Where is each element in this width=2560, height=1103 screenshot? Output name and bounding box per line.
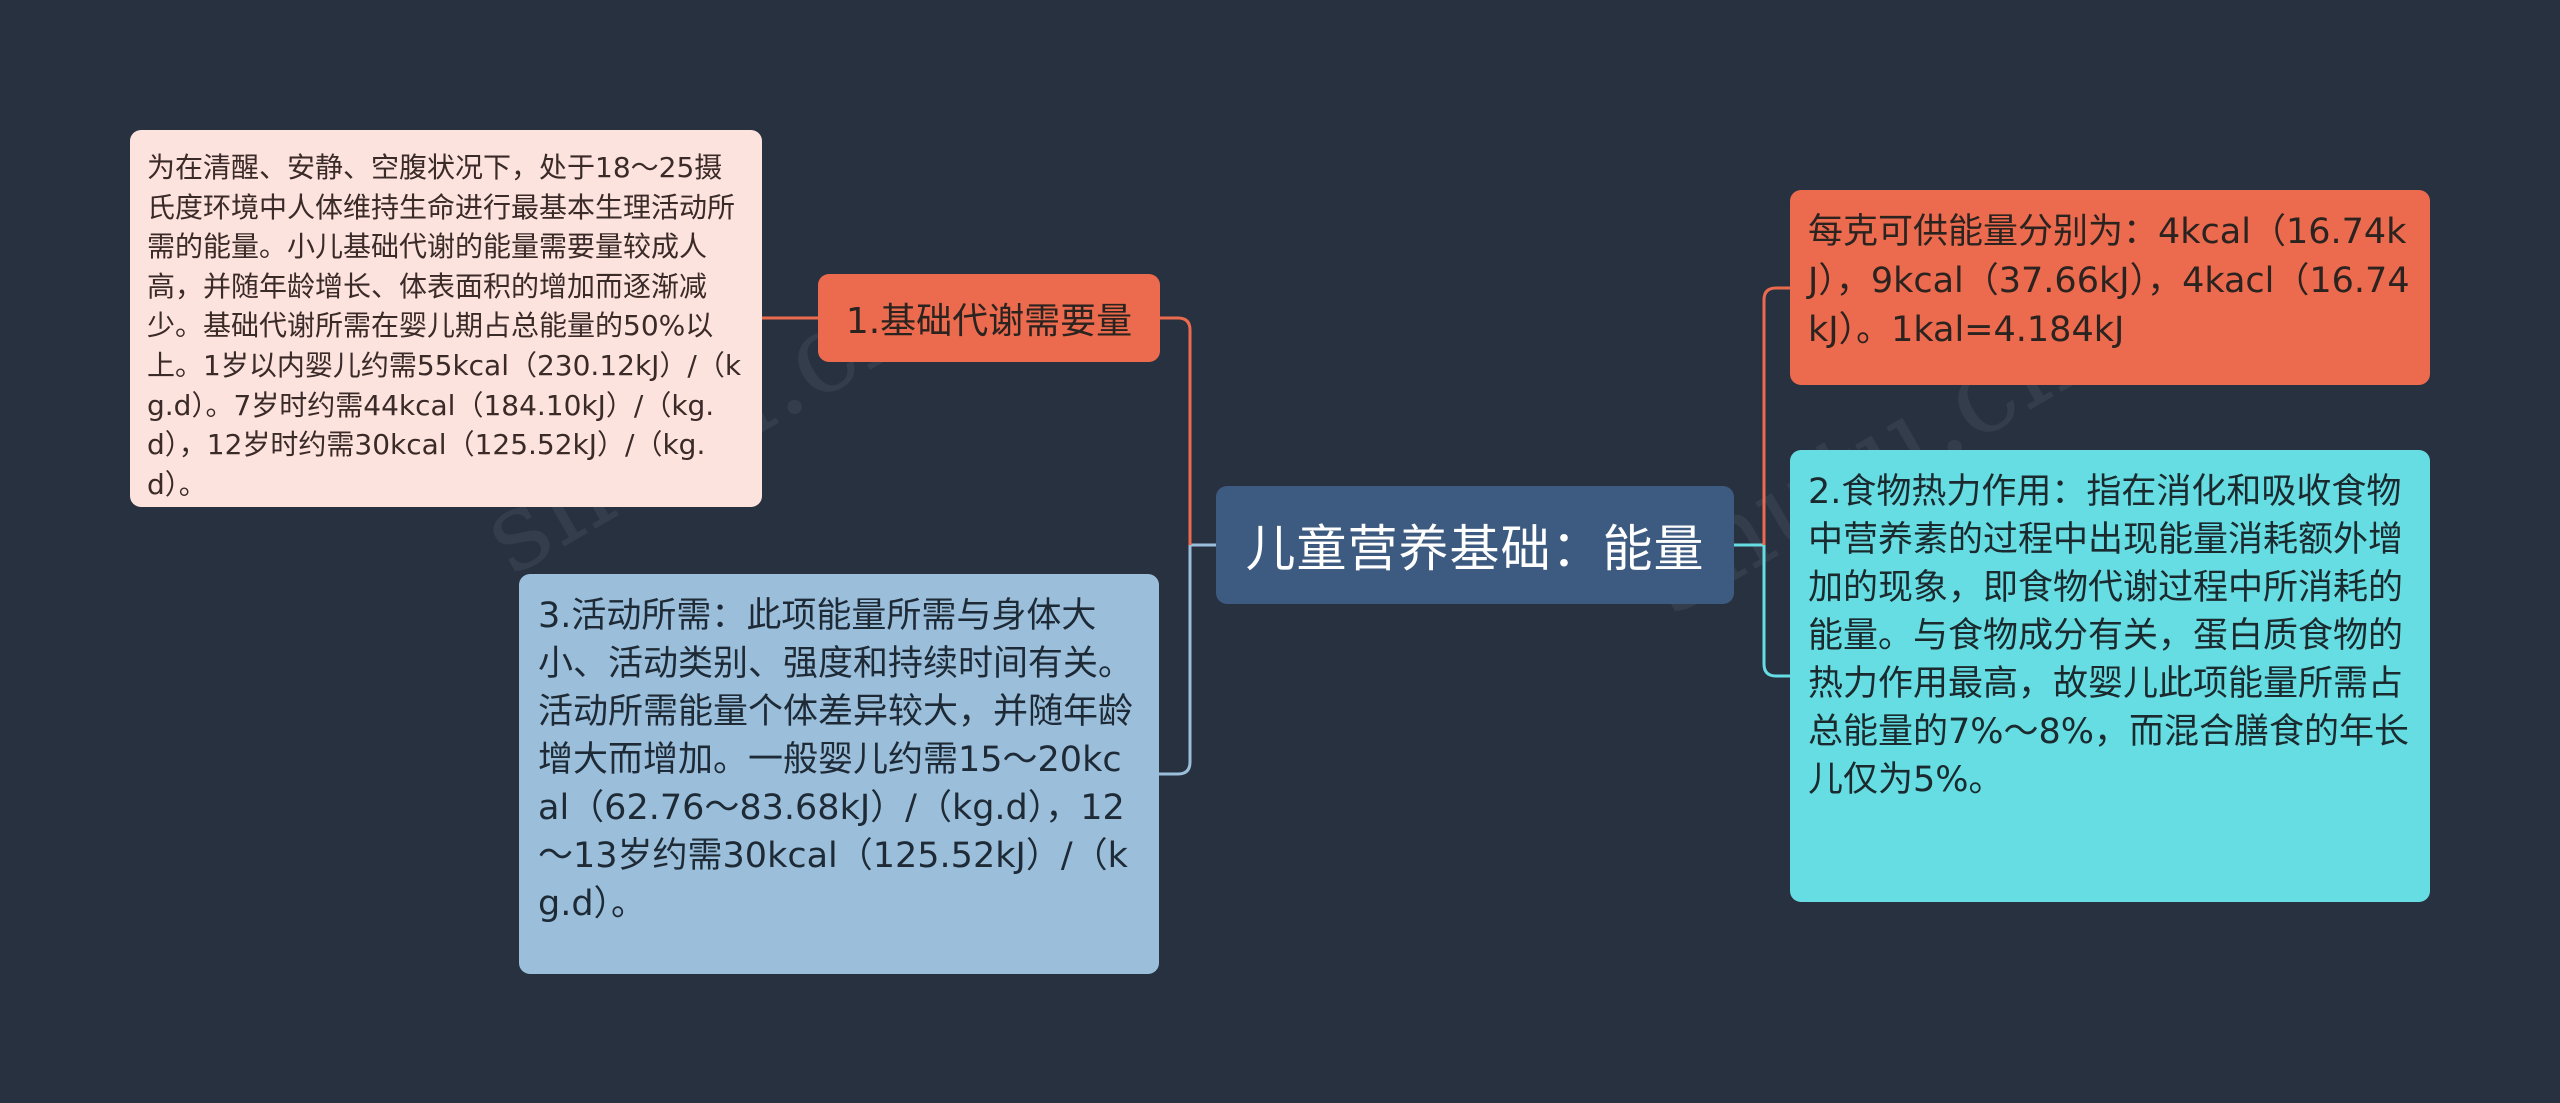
basal-metabolism-detail[interactable]: 为在清醒、安静、空腹状况下，处于18～25摄氏度环境中人体维持生命进行最基本生理… — [130, 130, 762, 507]
central-topic-label: 儿童营养基础：能量 — [1245, 520, 1705, 578]
branch-basal-metabolism-label: 1.基础代谢需要量 — [845, 301, 1133, 342]
basal-metabolism-detail-text: 为在清醒、安静、空腹状况下，处于18～25摄氏度环境中人体维持生命进行最基本生理… — [147, 151, 742, 501]
branch-energy-per-gram-text: 每克可供能量分别为：4kcal（16.74kJ），9kcal（37.66kJ），… — [1808, 212, 2410, 350]
central-topic[interactable]: 儿童营养基础：能量 — [1216, 486, 1734, 604]
branch-thermic-effect[interactable]: 2.食物热力作用：指在消化和吸收食物中营养素的过程中出现能量消耗额外增加的现象，… — [1790, 450, 2430, 902]
branch-activity[interactable]: 3.活动所需：此项能量所需与身体大小、活动类别、强度和持续时间有关。活动所需能量… — [519, 574, 1159, 974]
connector-left-branch-1 — [1160, 316, 1192, 545]
branch-energy-per-gram[interactable]: 每克可供能量分别为：4kcal（16.74kJ），9kcal（37.66kJ），… — [1790, 190, 2430, 385]
branch-thermic-effect-text: 2.食物热力作用：指在消化和吸收食物中营养素的过程中出现能量消耗额外增加的现象，… — [1808, 472, 2410, 800]
connector-right-top — [1762, 286, 1790, 545]
connector-right-bottom — [1762, 545, 1790, 678]
branch-basal-metabolism[interactable]: 1.基础代谢需要量 — [818, 274, 1160, 362]
branch-activity-text: 3.活动所需：此项能量所需与身体大小、活动类别、强度和持续时间有关。活动所需能量… — [538, 596, 1134, 924]
connector-left-branch-3 — [1159, 545, 1192, 776]
